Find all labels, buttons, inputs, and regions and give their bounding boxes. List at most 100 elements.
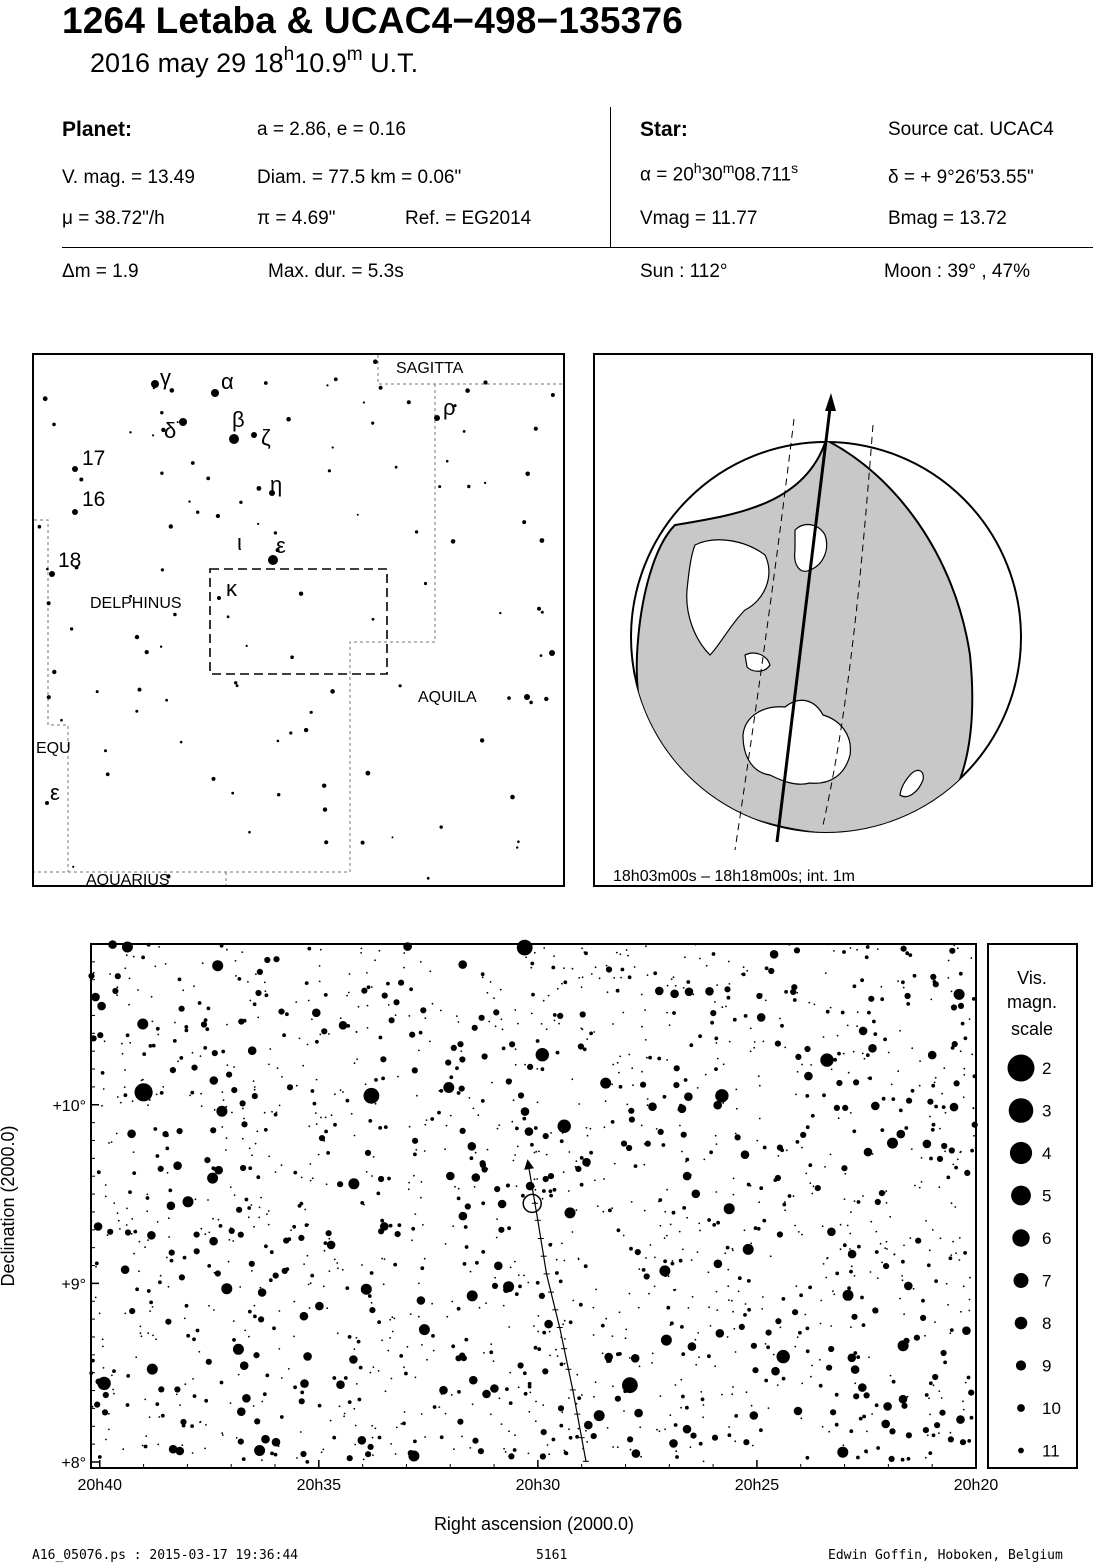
field-star <box>734 1132 737 1135</box>
field-star <box>290 1229 292 1232</box>
field-star <box>641 1268 646 1272</box>
field-star <box>685 1160 687 1163</box>
field-star <box>119 1101 122 1104</box>
field-star <box>543 947 546 949</box>
finder-star <box>289 731 293 735</box>
field-star <box>244 1197 249 1202</box>
field-star <box>679 1124 681 1127</box>
field-star <box>657 1056 662 1061</box>
ra-sec: 08.711 <box>734 164 792 186</box>
field-star <box>300 1450 307 1458</box>
field-star <box>438 1406 441 1408</box>
finder-star <box>394 465 398 469</box>
field-star <box>212 1217 214 1220</box>
field-star <box>743 1014 748 1018</box>
field-star <box>258 1216 261 1219</box>
field-star <box>577 1396 582 1400</box>
field-star <box>390 1377 393 1380</box>
field-star <box>333 1258 336 1261</box>
finder-star <box>69 627 74 631</box>
field-star <box>203 1046 208 1050</box>
field-star <box>388 1017 395 1024</box>
field-star <box>268 1063 270 1066</box>
field-star <box>147 1104 149 1107</box>
field-star <box>627 975 632 980</box>
field-star <box>505 1078 512 1085</box>
field-star <box>363 1203 365 1206</box>
field-star <box>924 1456 927 1459</box>
field-star <box>471 1173 481 1182</box>
field-star <box>219 1380 224 1385</box>
field-star <box>165 1133 169 1138</box>
field-star <box>132 955 135 958</box>
field-star <box>657 1128 664 1135</box>
ra-s-unit: s <box>791 160 799 176</box>
field-star <box>464 1245 469 1249</box>
field-star <box>173 1161 182 1170</box>
field-star <box>669 1439 678 1448</box>
field-star <box>235 975 237 977</box>
field-star <box>90 1035 97 1042</box>
field-star <box>904 992 911 1000</box>
field-star <box>323 993 328 997</box>
field-star <box>639 1426 642 1429</box>
field-star <box>95 1265 97 1268</box>
field-star <box>119 1228 121 1230</box>
finder-star <box>176 421 179 424</box>
field-star <box>773 1178 778 1182</box>
field-star <box>204 1157 211 1164</box>
field-star <box>577 1258 580 1261</box>
field-star <box>640 1081 647 1088</box>
field-star <box>628 1357 631 1359</box>
field-star <box>149 1310 152 1312</box>
field-star <box>742 966 745 969</box>
field-star <box>320 1116 322 1119</box>
field-star <box>666 1059 668 1061</box>
field-star <box>623 1410 625 1412</box>
field-star <box>257 1016 260 1019</box>
field-star <box>564 1207 576 1219</box>
field-star <box>909 1237 912 1239</box>
field-star <box>953 1080 960 1087</box>
field-star <box>303 1352 312 1361</box>
field-star <box>548 1189 553 1194</box>
field-star <box>834 1392 839 1397</box>
field-star <box>91 1358 95 1363</box>
field-star <box>896 1129 906 1139</box>
field-star <box>824 1166 826 1168</box>
field-star <box>680 1131 687 1138</box>
field-star <box>950 1004 958 1011</box>
field-star <box>920 1181 923 1183</box>
field-star <box>791 984 798 991</box>
field-star <box>113 1202 116 1204</box>
finder-star <box>79 477 84 482</box>
finder-star <box>105 772 110 777</box>
star-vmag: Vmag = 11.77 <box>640 208 758 229</box>
finder-star <box>137 687 142 692</box>
field-star <box>302 1064 304 1067</box>
field-star <box>663 1259 667 1264</box>
field-star <box>762 1296 764 1298</box>
field-star <box>575 1402 578 1405</box>
field-star <box>940 1349 947 1357</box>
field-star <box>553 955 555 957</box>
field-star <box>534 1188 537 1191</box>
field-star <box>927 1050 937 1060</box>
field-star <box>594 966 597 969</box>
field-star <box>141 955 146 960</box>
event-minutes: 10.9 <box>294 48 347 78</box>
field-star <box>544 1319 553 1329</box>
field-star <box>324 1116 327 1119</box>
field-star <box>714 1365 717 1368</box>
field-star <box>311 1018 313 1021</box>
field-star <box>444 1148 446 1151</box>
field-star <box>346 994 348 997</box>
field-star <box>247 1046 257 1055</box>
field-star <box>102 1367 105 1369</box>
field-star <box>677 1108 680 1111</box>
magnitude-legend <box>987 943 1078 1469</box>
field-star <box>702 1460 705 1463</box>
field-star <box>498 1226 505 1233</box>
field-star <box>413 1439 417 1444</box>
field-star <box>603 1126 606 1129</box>
